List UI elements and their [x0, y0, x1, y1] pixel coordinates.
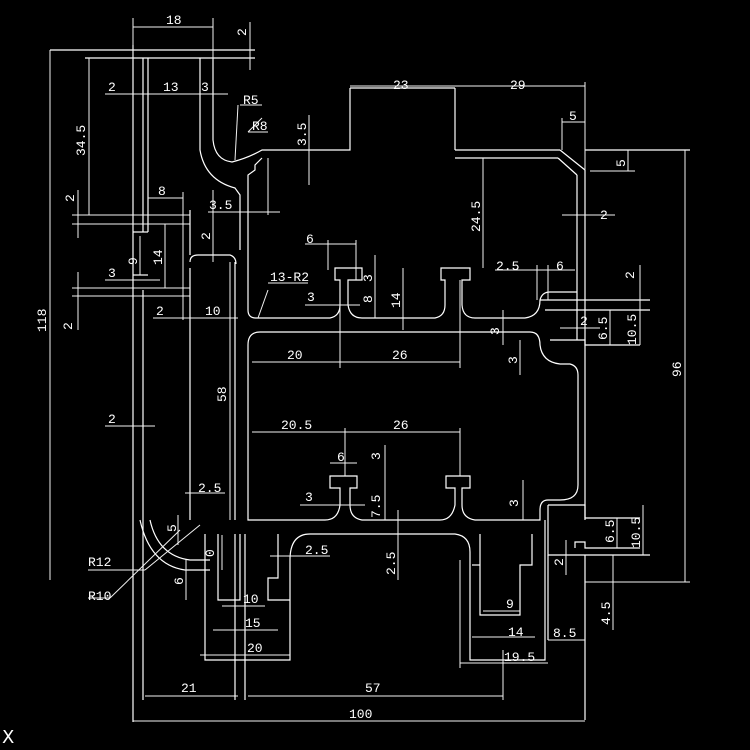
profile-curve — [212, 58, 351, 163]
dim-label: 3 — [307, 290, 315, 305]
dim-label: 2 — [235, 28, 250, 36]
dimension-labels: 18 2 2 13 3 R5 R8 34.5 3.5 23 29 5 5 8 2… — [35, 13, 685, 722]
radius-label: R12 — [88, 555, 111, 570]
dim-label: 0 — [203, 549, 218, 557]
dim-label: 10 — [243, 592, 259, 607]
dim-label: 5 — [614, 159, 629, 167]
profile-curve — [204, 520, 546, 661]
profile-line — [479, 534, 533, 616]
profile-chamber — [247, 331, 579, 521]
arc-r10 — [149, 519, 210, 561]
dim-label: 6.5 — [603, 520, 618, 543]
dim-label: 118 — [35, 309, 50, 332]
dim-label: 8 — [361, 295, 376, 303]
dim-label: 10.5 — [625, 314, 640, 345]
profile-line — [550, 339, 640, 346]
dim-label: 9 — [506, 597, 514, 612]
dim-label: 3 — [201, 80, 209, 95]
dim-label: 3 — [305, 490, 313, 505]
dim-label: 2 — [108, 80, 116, 95]
dim-label: 3.5 — [209, 198, 232, 213]
dim-label: 21 — [181, 681, 197, 696]
dim-label: 9 — [126, 257, 141, 265]
dim-label: 2 — [156, 304, 164, 319]
profile-line — [548, 504, 640, 519]
dim-label: 5 — [569, 109, 577, 124]
dim-label: 13 — [163, 80, 179, 95]
dim-label: 5 — [165, 524, 180, 532]
dim-label: 3 — [108, 266, 116, 281]
dim-label: 2.5 — [384, 552, 399, 575]
dim-label: 3 — [488, 327, 503, 335]
dim-label: 29 — [510, 78, 526, 93]
profile-line — [267, 534, 290, 601]
dim-label: 26 — [393, 418, 409, 433]
dim-label: 3 — [507, 499, 522, 507]
dim-label: 57 — [365, 681, 381, 696]
dim-label: 14 — [151, 249, 166, 265]
dim-label: 96 — [670, 361, 685, 377]
radius-label: R5 — [243, 93, 259, 108]
dim-label: 6 — [337, 450, 345, 465]
dim-label: 2 — [580, 314, 588, 329]
dim-label: 2 — [108, 412, 116, 427]
dim-label: 18 — [166, 13, 182, 28]
ucs-axis-icon: X — [2, 727, 15, 748]
dim-label: 3.5 — [295, 123, 310, 146]
radius-label: R10 — [88, 589, 111, 604]
profile-line — [557, 157, 578, 176]
dim-label: 19.5 — [504, 650, 535, 665]
dim-label: 20 — [287, 348, 303, 363]
dim-label: 2 — [623, 271, 638, 279]
dim-label: 2 — [61, 322, 76, 330]
dim-label: 4.5 — [599, 602, 614, 625]
dim-label: 20 — [247, 641, 263, 656]
profile-curve — [199, 58, 241, 250]
profile-outline — [50, 45, 690, 722]
dim-label: 6.5 — [596, 317, 611, 340]
dim-label: 2 — [63, 194, 78, 202]
dim-label: 20.5 — [281, 418, 312, 433]
dim-label: 14 — [389, 292, 404, 308]
dim-label: 10 — [205, 304, 221, 319]
dim-label: 15 — [245, 616, 261, 631]
dim-label: 7.5 — [369, 495, 384, 518]
dim-label: 2 — [600, 208, 608, 223]
profile-line — [217, 534, 241, 601]
radius-label: 13-R2 — [270, 270, 309, 285]
dim-label: 23 — [393, 78, 409, 93]
dimension-lines — [49, 18, 690, 722]
dim-label: 34.5 — [74, 125, 89, 156]
dim-label: 6 — [172, 577, 187, 585]
dim-label: 24.5 — [469, 201, 484, 232]
dim-label: 2.5 — [305, 543, 328, 558]
profile-curve — [189, 254, 237, 265]
profile-line — [540, 299, 650, 311]
arc-r12 — [139, 519, 210, 571]
dim-label: 14 — [508, 625, 524, 640]
dim-label: 3 — [506, 356, 521, 364]
dim-label: 2 — [552, 558, 567, 566]
dim-label: 3 — [361, 274, 376, 282]
dim-label: 3 — [369, 452, 384, 460]
radius-label: R8 — [252, 119, 268, 134]
profile-curve — [247, 157, 577, 319]
dim-label: 8.5 — [553, 626, 576, 641]
dim-label: 100 — [349, 707, 372, 722]
profile-line — [574, 541, 640, 549]
dim-label: 8 — [158, 184, 166, 199]
profile-line — [559, 149, 586, 171]
dim-label: 26 — [392, 348, 408, 363]
dim-label: 2 — [199, 232, 214, 240]
dim-label: 6 — [556, 259, 564, 274]
dim-label: 10.5 — [629, 517, 644, 548]
dim-label: 2.5 — [496, 259, 519, 274]
dim-label: 6 — [306, 232, 314, 247]
dim-label: 58 — [215, 386, 230, 402]
dim-label: 2.5 — [198, 481, 221, 496]
